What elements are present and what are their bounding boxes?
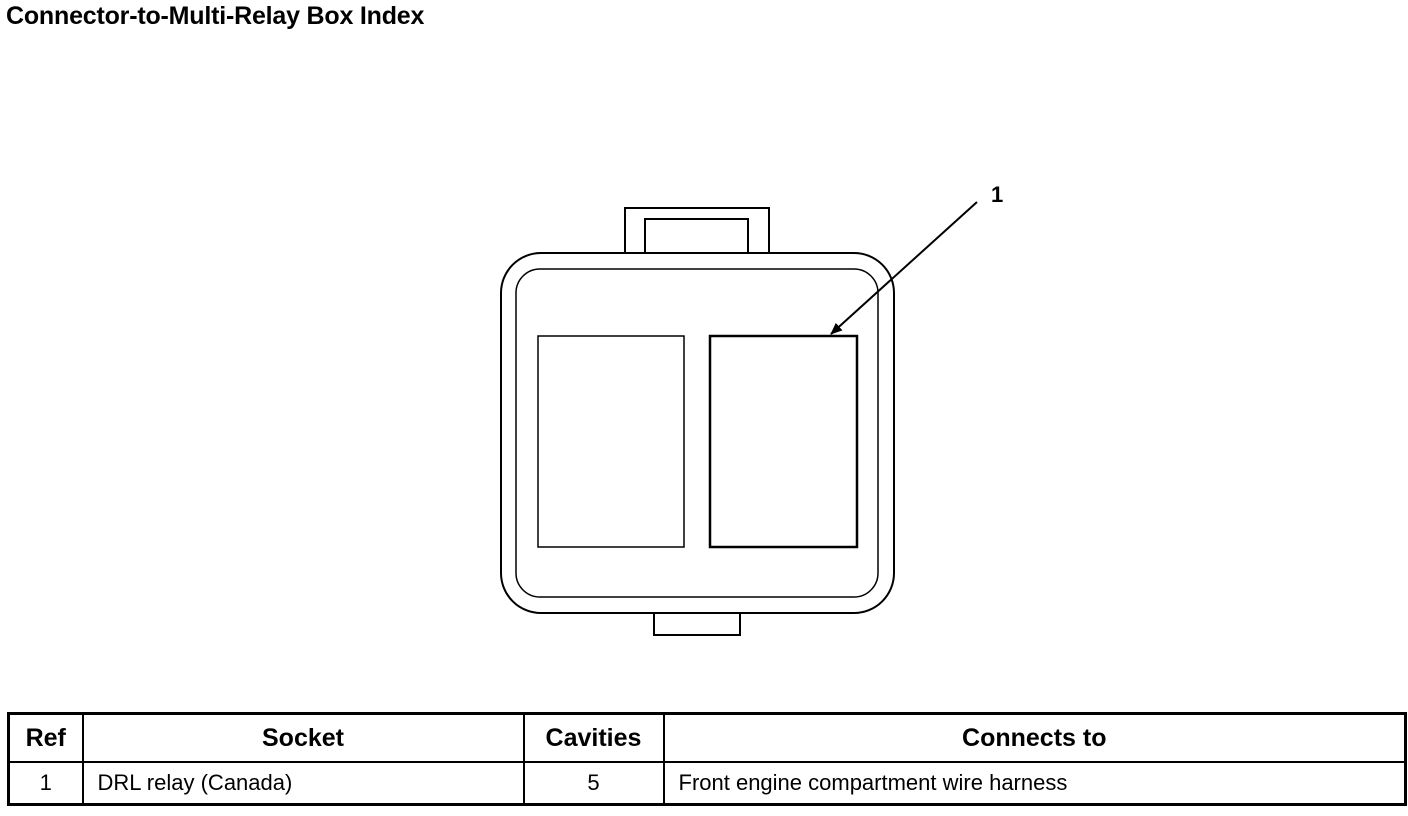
header-socket: Socket [81,712,525,763]
callout-leader-arrow [830,201,978,335]
table-header-row: Ref Socket Cavities Connects to [7,712,1407,763]
header-connects-to: Connects to [662,712,1407,763]
connector-top-tab-window [644,218,749,254]
cell-connects-to: Front engine compartment wire harness [662,761,1407,806]
cell-socket: DRL relay (Canada) [81,761,525,806]
header-cavities: Cavities [522,712,665,763]
relay-socket-left [537,335,685,548]
connector-top-tab [624,207,770,254]
connector-index-table: Ref Socket Cavities Connects to 1 DRL re… [7,712,1407,806]
page-title: Connector-to-Multi-Relay Box Index [6,2,425,30]
relay-socket-right [708,334,859,549]
connector-housing-inner [515,268,879,598]
table-row: 1 DRL relay (Canada) 5 Front engine comp… [7,761,1407,806]
connector-diagram: 1 [500,182,1003,636]
connector-bottom-key [653,612,741,636]
cell-ref: 1 [7,761,84,806]
cell-cavities: 5 [522,761,665,806]
connector-housing-outer [500,252,895,614]
callout-label-1: 1 [991,182,1003,207]
header-ref: Ref [7,712,84,763]
